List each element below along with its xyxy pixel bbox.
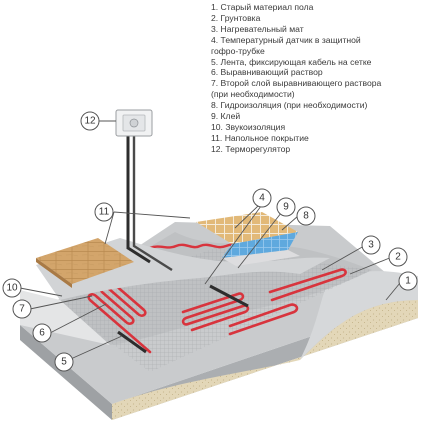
legend-item-7: 7. Второй слой выравнивающего раствора [211, 78, 382, 89]
callout-2-label: 2 [395, 252, 401, 263]
legend-item-8: 8. Гидроизоляция (при необходимости) [211, 100, 368, 111]
slab-front-face [20, 325, 112, 420]
callout-5: 5 [54, 352, 74, 372]
callout-6: 6 [32, 323, 52, 343]
callout-4-label: 4 [259, 193, 265, 204]
legend-item-9: 9. Клей [211, 111, 241, 122]
legend-item-10: 10. Звукоизоляция [211, 121, 286, 132]
thermostat-icon [115, 109, 153, 137]
waterproofing-layer [222, 232, 298, 258]
legend-item-1: 1. Старый материал пола [211, 2, 314, 12]
callout-10: 10 [2, 278, 22, 298]
callout-6-label: 6 [39, 328, 45, 339]
callout-3: 3 [361, 235, 381, 255]
legend-list: 1. Старый материал пола 2. Грунтовка 3. … [211, 2, 429, 155]
legend-item-12: 12. Терморегулятор [211, 143, 291, 154]
wood-covering-edge [36, 258, 72, 288]
callout-1-label: 1 [405, 276, 411, 287]
callout-8: 8 [296, 206, 316, 226]
callout-12-label: 12 [84, 116, 96, 127]
sound-insulation [20, 290, 110, 345]
callout-12: 12 [80, 111, 100, 131]
callout-2: 2 [388, 247, 408, 267]
old-floor-layer [112, 300, 418, 420]
tape-strip [117, 330, 147, 354]
sensor-conduit-2 [132, 136, 173, 272]
callout-7: 7 [12, 299, 32, 319]
adhesive-layer [222, 250, 300, 266]
legend-item-2: 2. Грунтовка [211, 12, 261, 23]
callout-9: 9 [276, 197, 296, 217]
tile-covering [196, 212, 298, 244]
legend-item-4-cont: гофро-трубке [211, 45, 265, 56]
callout-7-label: 7 [19, 304, 25, 315]
sensor-conduit-1 [126, 136, 151, 264]
heating-cable [87, 268, 347, 354]
legend-item-3: 3. Нагревательный мат [211, 23, 304, 34]
callout-9-label: 9 [283, 202, 289, 213]
callout-11-label: 11 [99, 207, 110, 218]
wood-covering [36, 238, 134, 284]
callout-5-label: 5 [61, 357, 67, 368]
callout-10-label: 10 [6, 283, 18, 294]
callout-1: 1 [398, 271, 418, 291]
callout-4: 4 [252, 188, 272, 208]
primer-band [300, 271, 418, 360]
callout-11: 11 [94, 202, 114, 222]
legend-item-5: 5. Лента, фиксирующая кабель на сетке [211, 56, 372, 67]
temperature-sensor-tube [209, 284, 249, 308]
legend-item-11: 11. Напольное покрытие [211, 132, 309, 143]
legend-item-6: 6. Выравнивающий раствор [211, 67, 323, 78]
callout-8-label: 8 [303, 211, 309, 222]
callout-leaders [19, 120, 401, 363]
legend-item-4: 4. Температурный датчик в защитной [211, 34, 361, 45]
legend-item-7-cont: (при необходимости) [211, 89, 295, 100]
callout-3-label: 3 [368, 240, 374, 251]
